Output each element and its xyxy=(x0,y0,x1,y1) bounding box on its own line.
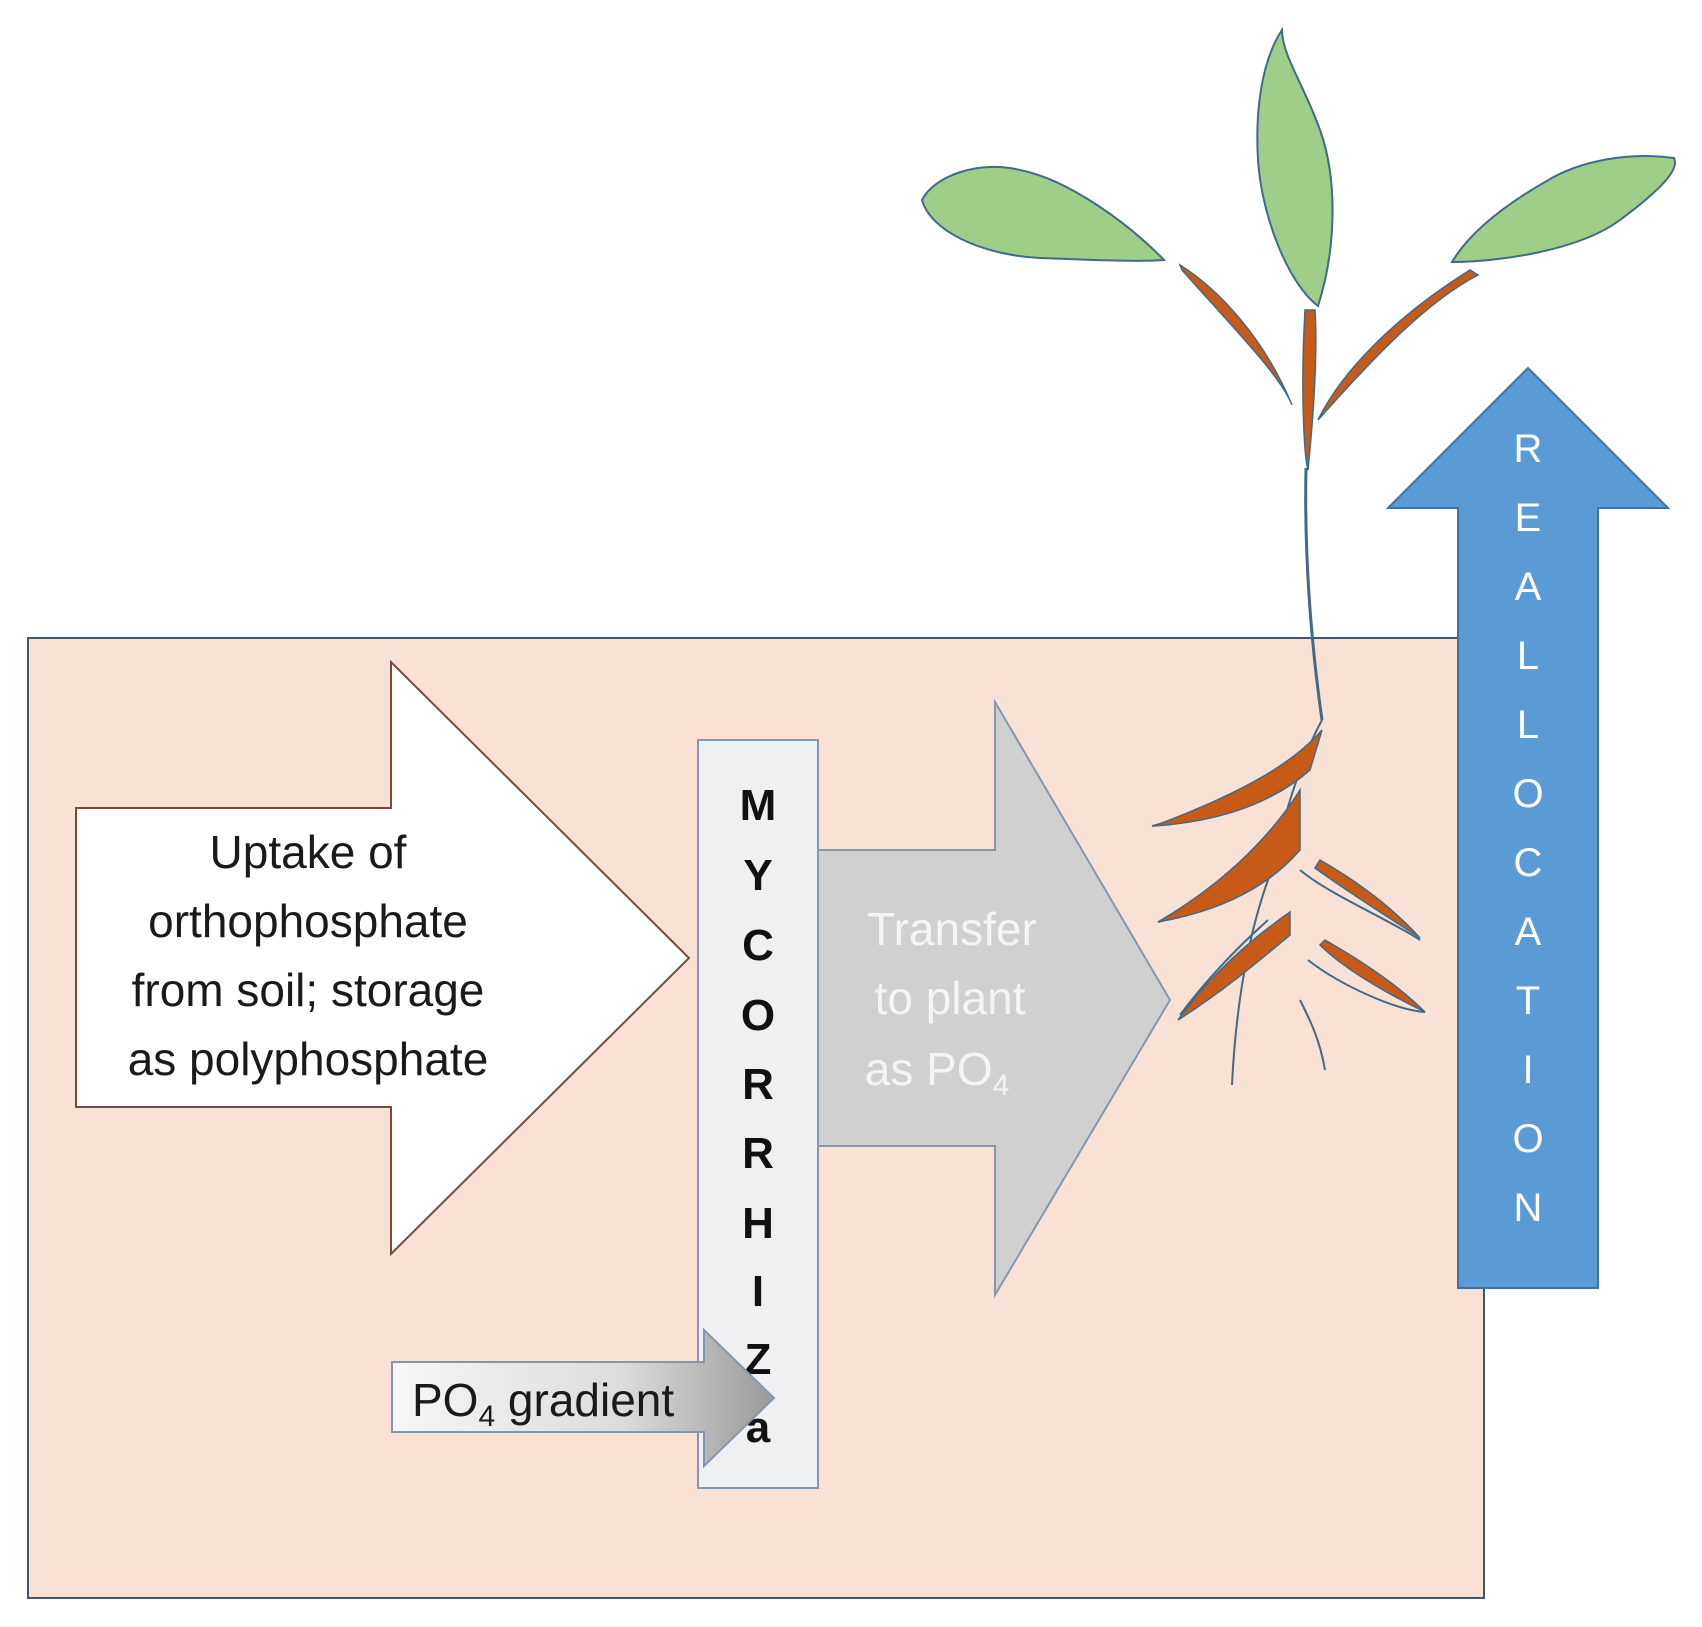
uptake-line-2: orthophosphate xyxy=(148,895,468,947)
mycorrhiza-letter: I xyxy=(752,1267,764,1316)
leaf-center xyxy=(1256,26,1334,308)
reallocation-letter: L xyxy=(1517,703,1539,747)
reallocation-letter: O xyxy=(1512,772,1543,816)
reallocation-letter: T xyxy=(1516,979,1540,1023)
reallocation-letter: E xyxy=(1515,496,1542,540)
reallocation-letter: L xyxy=(1517,634,1539,678)
plant-illustration xyxy=(920,26,1677,1086)
uptake-line-4: as polyphosphate xyxy=(128,1033,489,1085)
mycorrhiza-letter: Y xyxy=(743,851,772,900)
reallocation-letter: C xyxy=(1514,841,1543,885)
mycorrhiza-letter: R xyxy=(742,1129,774,1178)
transfer-arrow: Transfer to plant as PO4 xyxy=(817,698,1172,1299)
leaf-left xyxy=(920,165,1167,262)
reallocation-letter: R xyxy=(1514,427,1543,471)
mycorrhiza-letter: H xyxy=(742,1199,774,1248)
mycorrhiza-letter: R xyxy=(742,1060,774,1109)
leaf-right xyxy=(1450,155,1677,264)
uptake-arrow: Uptake of orthophosphate from soil; stor… xyxy=(75,659,691,1257)
stem xyxy=(1302,309,1317,471)
reallocation-letter: I xyxy=(1522,1048,1533,1092)
reallocation-letter: A xyxy=(1515,565,1542,609)
transfer-line-2: to plant xyxy=(875,972,1026,1024)
reallocation-letter: N xyxy=(1514,1186,1543,1230)
gradient-arrow: PO4 gradient xyxy=(391,1327,776,1469)
reallocation-arrow: R E A L L O C A T I O N xyxy=(1385,366,1671,1289)
reallocation-letter: A xyxy=(1515,910,1542,954)
gradient-label: PO4 gradient xyxy=(412,1374,674,1433)
transfer-line-3: as PO4 xyxy=(865,1043,1010,1102)
mycorrhiza-letter: O xyxy=(741,991,775,1040)
mycorrhiza-letter: C xyxy=(742,921,774,970)
reallocation-letter: O xyxy=(1512,1117,1543,1161)
mycorrhiza-letter: M xyxy=(740,781,777,830)
uptake-line-1: Uptake of xyxy=(210,826,407,878)
transfer-line-1: Transfer xyxy=(867,903,1037,955)
uptake-line-3: from soil; storage xyxy=(132,964,485,1016)
